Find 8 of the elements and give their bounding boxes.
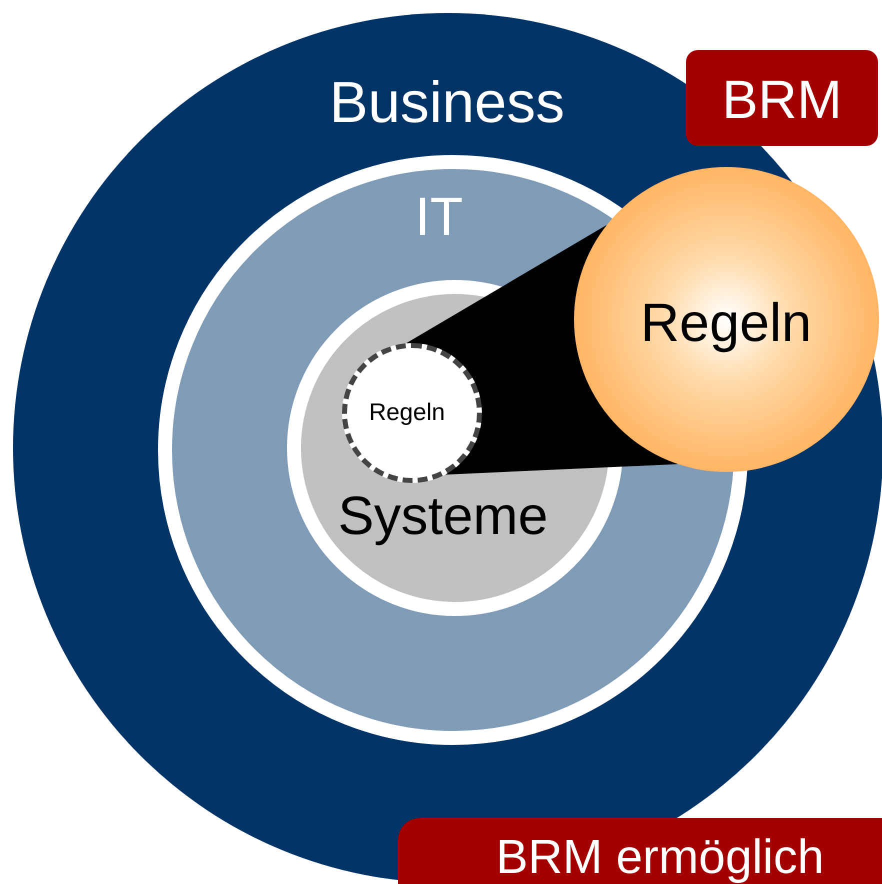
tag-label: BRM (722, 73, 842, 127)
banner-text: BRM ermöglich (496, 834, 824, 882)
circle-label: Regeln (368, 401, 446, 425)
circle-label: Systeme (338, 489, 548, 543)
zoom-cone (406, 225, 678, 475)
circle-label: Business (329, 74, 565, 132)
circle-label: Regeln (640, 296, 812, 350)
circle-label: IT (415, 190, 463, 244)
